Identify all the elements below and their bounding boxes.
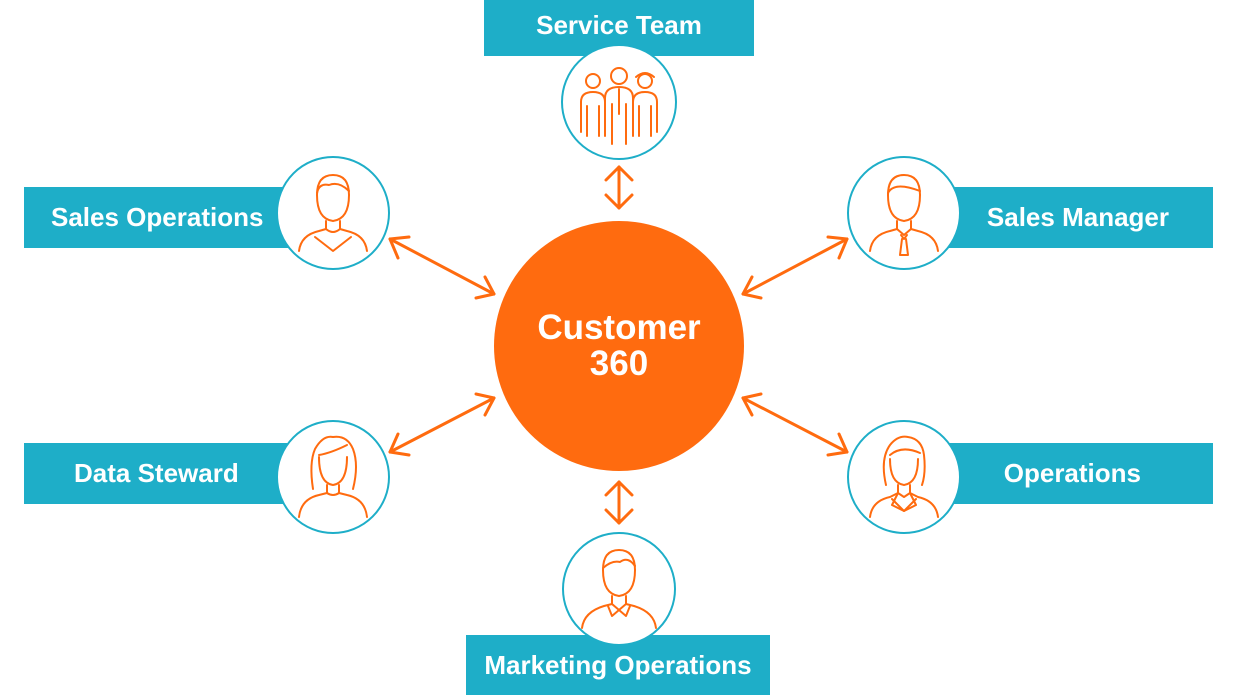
bidirectional-arrow-icon bbox=[604, 165, 634, 210]
bidirectional-arrow-icon bbox=[388, 392, 496, 457]
role-label-text: Sales Manager bbox=[986, 202, 1169, 232]
hub-title-line2: 360 bbox=[589, 344, 649, 383]
woman-avatar-icon bbox=[276, 420, 390, 534]
role-label-text: Service Team bbox=[536, 9, 702, 40]
bidirectional-arrow-icon bbox=[388, 235, 496, 300]
role-label-text: Operations bbox=[1003, 458, 1141, 488]
man-with-tie-avatar-icon bbox=[847, 156, 961, 270]
man-avatar-icon bbox=[276, 156, 390, 270]
role-label-text: Marketing Operations bbox=[484, 649, 752, 680]
role-label-sales-manager: Sales Manager bbox=[921, 187, 1213, 248]
bidirectional-arrow-icon bbox=[604, 480, 634, 525]
bidirectional-arrow-icon bbox=[741, 392, 849, 457]
woman-with-collar-avatar-icon bbox=[847, 420, 961, 534]
man-with-collar-avatar-icon bbox=[562, 532, 676, 646]
role-label-service-team: Service Team bbox=[484, 0, 754, 56]
role-label-sales-operations: Sales Operations bbox=[24, 187, 316, 248]
team-group-icon bbox=[561, 44, 677, 160]
role-label-text: Sales Operations bbox=[51, 202, 264, 232]
role-label-data-steward: Data Steward bbox=[24, 443, 316, 504]
role-label-operations: Operations bbox=[921, 443, 1213, 504]
role-label-text: Data Steward bbox=[74, 458, 239, 488]
hub-title-line1: Customer bbox=[537, 308, 701, 347]
bidirectional-arrow-icon bbox=[741, 235, 849, 300]
hub-title: Customer 360 bbox=[494, 221, 744, 471]
